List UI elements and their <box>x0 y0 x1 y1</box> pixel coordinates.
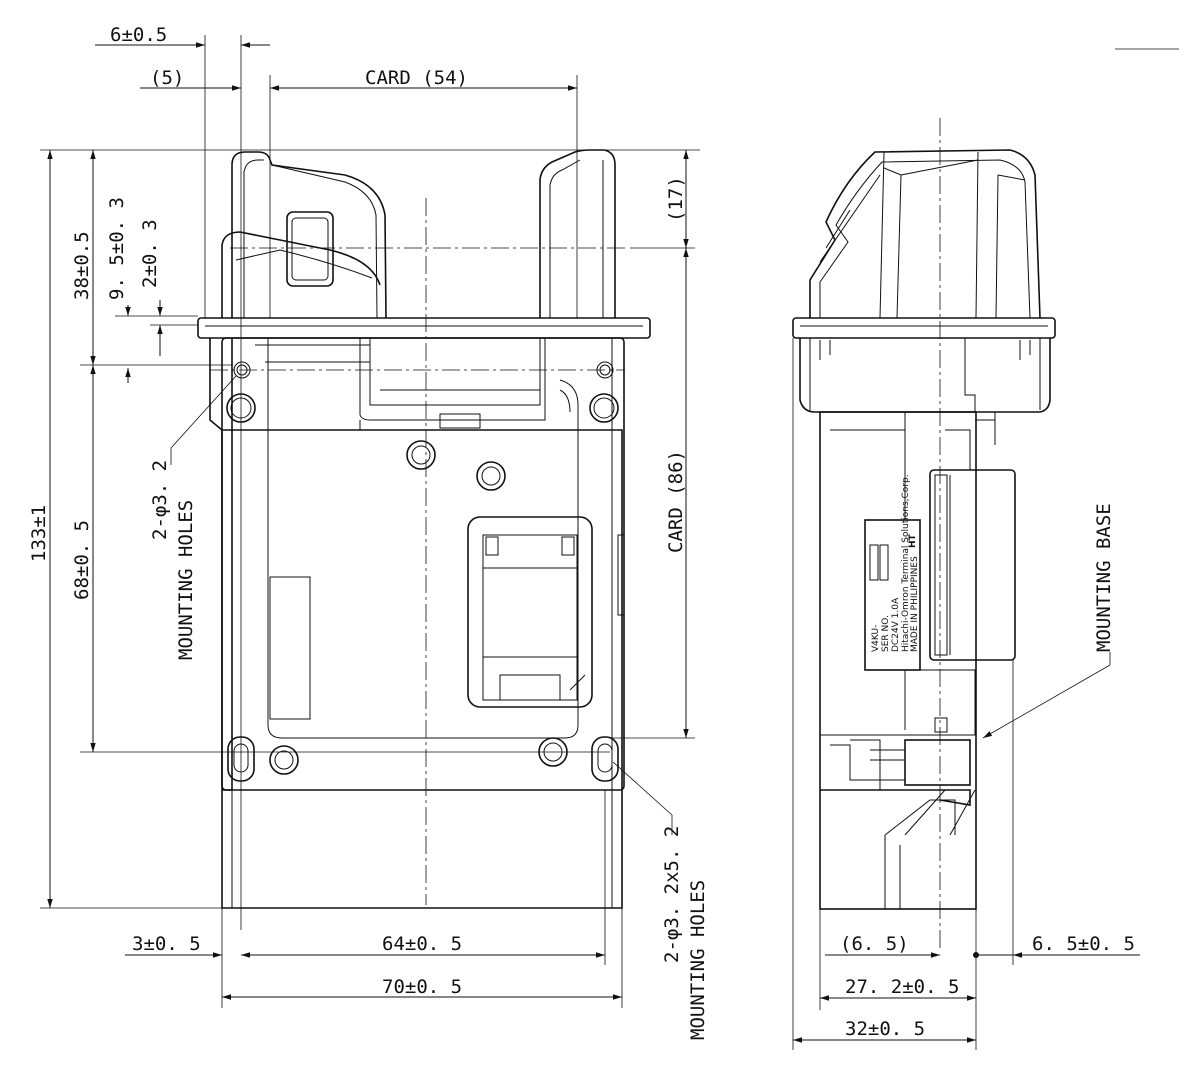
note-slot-holes-spec: 2-φ3. 2x5. 2 <box>661 826 683 963</box>
note-slot-holes-label: MOUNTING HOLES <box>687 880 709 1040</box>
front-view: 6±0.5 (5) CARD (54) (17) 38±0.5 9. 5±0. … <box>28 24 709 1040</box>
note-holes-label: MOUNTING HOLES <box>175 500 197 660</box>
note-mounting-base: MOUNTING BASE <box>1093 503 1115 652</box>
dim-68: 68±0. 5 <box>71 520 93 600</box>
dim-6-5: 6. 5±0. 5 <box>1032 933 1135 955</box>
dim-2: 2±0. 3 <box>139 219 161 288</box>
plate-line-5: MADE IN PHILIPPINES <box>910 556 920 652</box>
dim-38: 38±0.5 <box>71 231 93 300</box>
dim-5: (5) <box>150 67 184 89</box>
dim-3: 3±0. 5 <box>132 933 201 955</box>
dim-70: 70±0. 5 <box>382 976 462 998</box>
plate-logo: HT <box>908 533 918 548</box>
plate-line-4: Hitachi-Omron Terminal Solutions,Corp. <box>901 474 911 652</box>
dim-card-86: CARD (86) <box>665 450 687 553</box>
plate-line-1: V4KU- <box>871 625 881 652</box>
dim-6: 6±0.5 <box>110 24 167 46</box>
dim-17: (17) <box>665 176 687 222</box>
plate-line-3: DC24V 1.0A <box>891 597 901 652</box>
note-holes-spec: 2-φ3. 2 <box>149 460 171 540</box>
plate-line-2: SER NO. <box>881 615 891 652</box>
dim-32: 32±0. 5 <box>845 1018 925 1040</box>
dim-64: 64±0. 5 <box>382 933 462 955</box>
dim-6-5-ref: (6. 5) <box>840 933 909 955</box>
side-view: V4KU- SER NO. DC24V 1.0A Hitachi-Omron T… <box>792 48 1179 1050</box>
dim-9-5: 9. 5±0. 3 <box>106 197 128 300</box>
dim-27-2: 27. 2±0. 5 <box>845 976 959 998</box>
dim-card-54: CARD (54) <box>365 67 468 89</box>
dim-133: 133±1 <box>28 505 50 562</box>
